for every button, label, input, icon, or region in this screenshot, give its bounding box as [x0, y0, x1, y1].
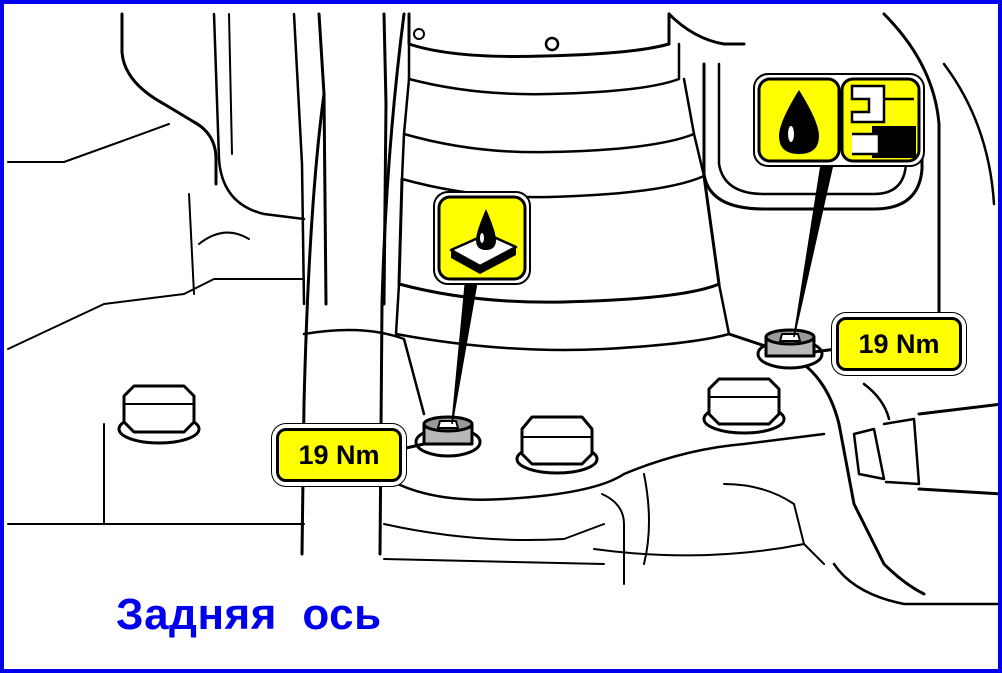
- fill-plug: [756, 328, 824, 370]
- leader-line-sealant: [451, 275, 479, 425]
- diagram-caption: Задняя ось: [116, 590, 382, 639]
- sealant-drop-on-surface-icon: [433, 191, 531, 285]
- housing-outline: [120, 12, 218, 186]
- bolt-left: [117, 384, 201, 445]
- oil-level-fill-plug-icon: [840, 77, 921, 163]
- torque-label-fill-plug: 19 Nm: [836, 317, 962, 371]
- drain-plug: [414, 415, 482, 458]
- torque-label-drain-plug: 19 Nm: [276, 428, 402, 482]
- bolt-center: [515, 415, 599, 475]
- leader-line-oil: [793, 158, 835, 338]
- rear-axle-drawing: [7, 12, 998, 606]
- bolt-right: [702, 377, 786, 435]
